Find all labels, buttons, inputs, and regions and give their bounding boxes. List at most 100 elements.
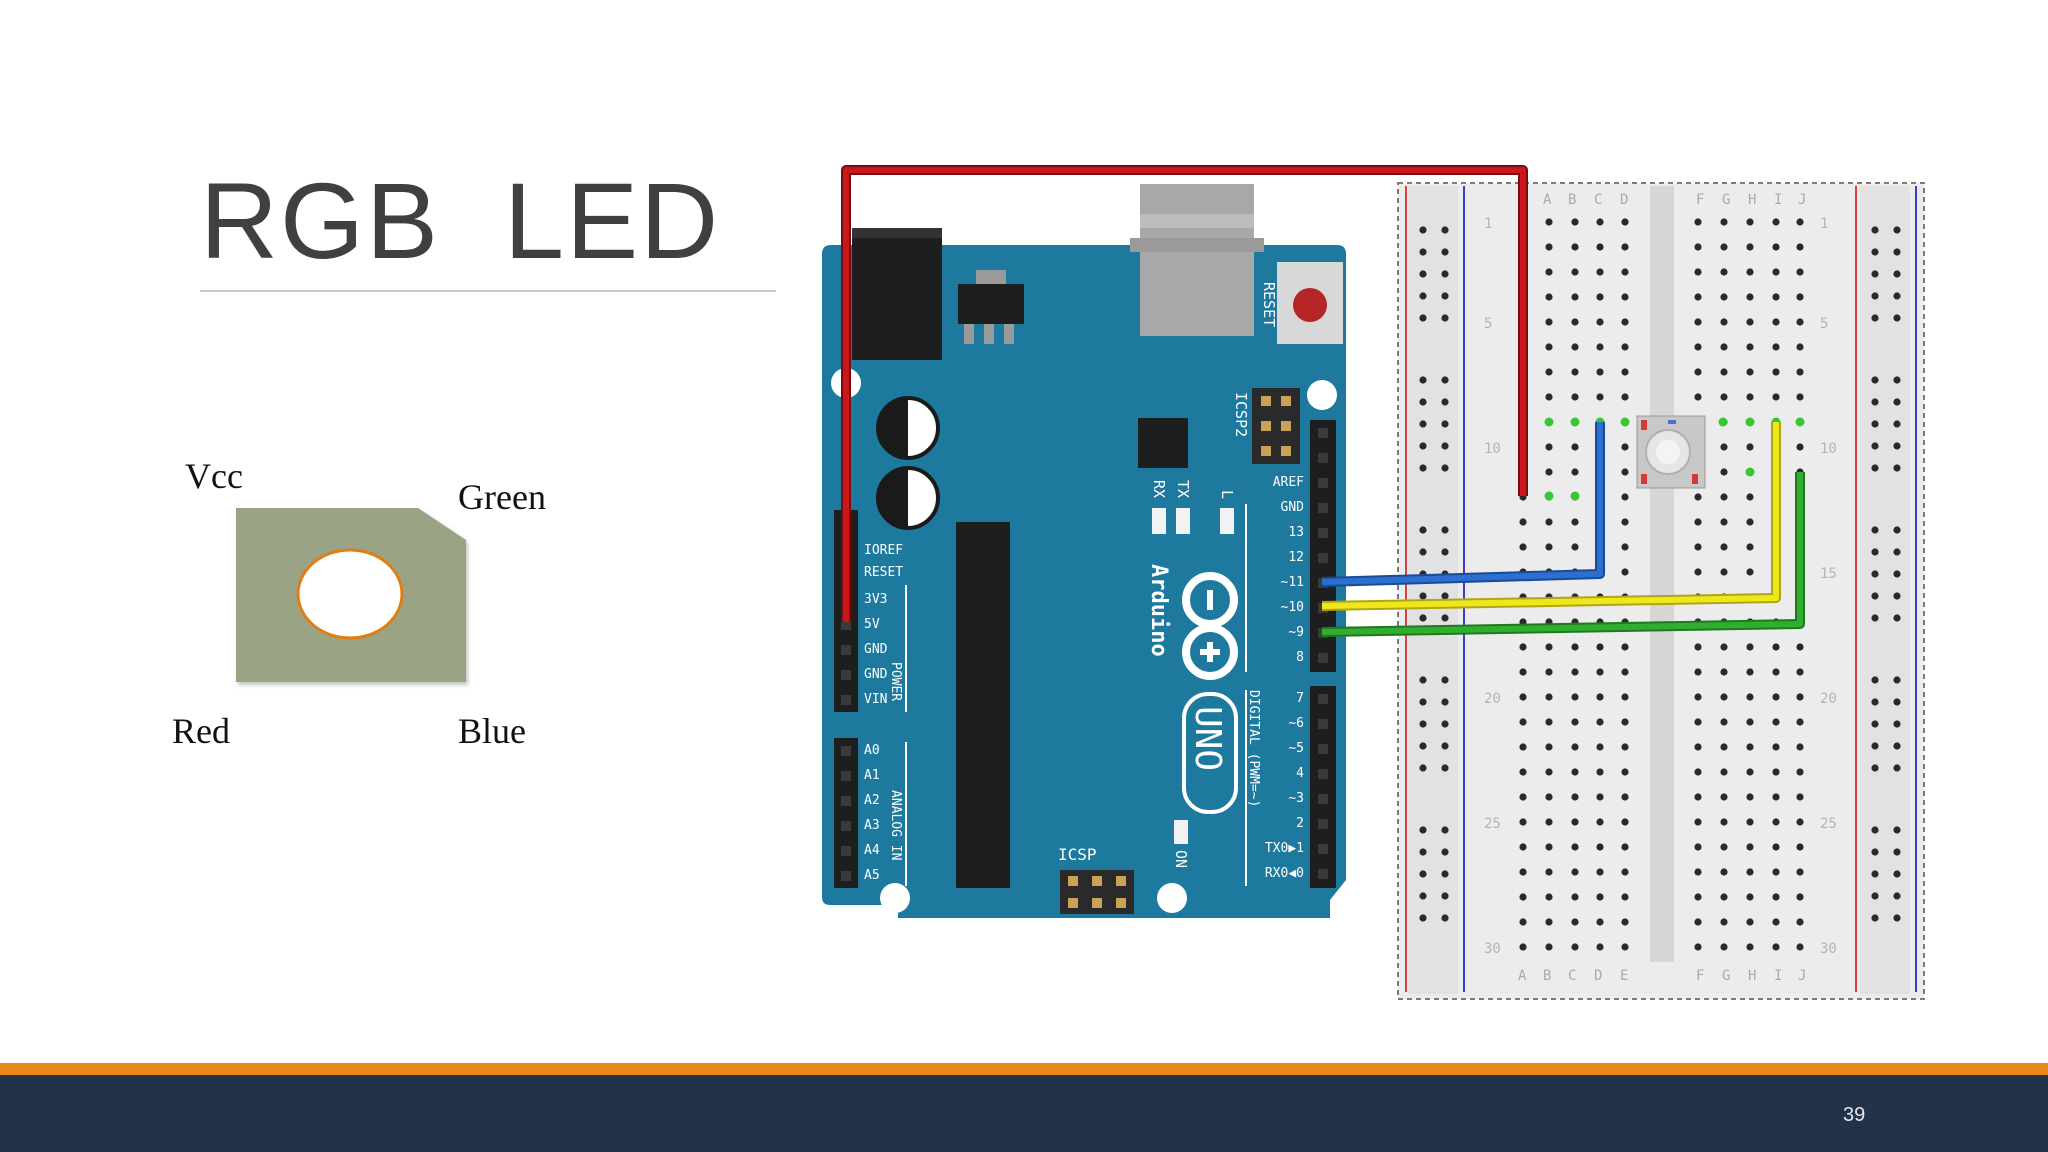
breadboard-hole	[1694, 868, 1702, 876]
header-pin	[1318, 719, 1328, 729]
breadboard-hole	[1519, 943, 1527, 951]
rail-hole	[1871, 376, 1879, 384]
breadboard-hole	[1746, 518, 1754, 526]
col-letter: B	[1543, 968, 1551, 984]
rail-hole	[1871, 570, 1879, 578]
title-divider	[200, 290, 776, 292]
breadboard-column-letters: A B C D F G H I J A B C D E F G H I J	[1518, 192, 1806, 984]
breadboard-hole	[1545, 293, 1553, 301]
rail-hole	[1441, 442, 1449, 450]
rgb-led-package	[236, 508, 466, 682]
rail-hole	[1871, 742, 1879, 750]
breadboard-hole	[1596, 843, 1604, 851]
breadboard-hole	[1746, 368, 1754, 376]
breadboard-hole	[1720, 818, 1728, 826]
breadboard-hole	[1545, 718, 1553, 726]
rail-hole	[1871, 870, 1879, 878]
connected-hole	[1718, 417, 1728, 427]
breadboard-hole	[1571, 543, 1579, 551]
breadboard-hole	[1720, 793, 1728, 801]
rail-hole	[1893, 892, 1901, 900]
breadboard-hole	[1596, 768, 1604, 776]
digital-pin-label: GND	[1281, 500, 1305, 515]
rail-hole	[1419, 892, 1427, 900]
breadboard-hole	[1694, 218, 1702, 226]
breadboard-hole	[1519, 743, 1527, 751]
breadboard-hole	[1571, 843, 1579, 851]
rail-hole	[1871, 548, 1879, 556]
breadboard-hole	[1694, 368, 1702, 376]
breadboard-hole	[1694, 693, 1702, 701]
breadboard-hole	[1746, 893, 1754, 901]
breadboard-hole	[1772, 793, 1780, 801]
rail-hole	[1441, 698, 1449, 706]
reset-label: RESET	[1260, 282, 1278, 327]
breadboard-hole	[1596, 893, 1604, 901]
rail-hole	[1893, 526, 1901, 534]
header-pin	[1318, 794, 1328, 804]
breadboard-hole	[1720, 318, 1728, 326]
breadboard-hole	[1571, 293, 1579, 301]
breadboard-hole	[1596, 718, 1604, 726]
header-pin	[1318, 528, 1328, 538]
breadboard-hole	[1596, 693, 1604, 701]
breadboard-hole	[1545, 218, 1553, 226]
blue-label: Blue	[458, 711, 526, 751]
digital-pin-labels: AREF GND 13 12 ~11 ~10 ~9 8 7 ~6 ~5 4 ~3…	[1265, 475, 1304, 881]
breadboard-hole	[1746, 568, 1754, 576]
breadboard-hole	[1621, 868, 1629, 876]
row-number: 20	[1484, 691, 1501, 707]
rail-hole	[1871, 614, 1879, 622]
breadboard-hole	[1596, 268, 1604, 276]
breadboard-hole	[1596, 743, 1604, 751]
header-pin	[1318, 744, 1328, 754]
red-label: Red	[172, 711, 230, 751]
breadboard-hole	[1621, 543, 1629, 551]
breadboard-hole	[1796, 718, 1804, 726]
breadboard-hole	[1746, 343, 1754, 351]
rail-hole	[1419, 248, 1427, 256]
rail-hole	[1419, 314, 1427, 322]
rail-hole	[1893, 442, 1901, 450]
breadboard-hole	[1519, 518, 1527, 526]
breadboard-hole	[1772, 893, 1780, 901]
digital-pin-label: RX0◀0	[1265, 866, 1304, 881]
breadboard-hole	[1621, 768, 1629, 776]
breadboard-hole	[1746, 743, 1754, 751]
rail-hole	[1893, 248, 1901, 256]
rail-hole	[1871, 248, 1879, 256]
breadboard: A B C D F G H I J A B C D E F G H I J 1 …	[1397, 182, 1925, 1000]
digital-pin-label: ~9	[1288, 625, 1304, 640]
footer-accent-stripe	[0, 1063, 2048, 1075]
breadboard-hole	[1571, 468, 1579, 476]
col-letter: C	[1568, 968, 1576, 984]
rail-hole	[1871, 270, 1879, 278]
breadboard-hole	[1772, 668, 1780, 676]
breadboard-hole	[1571, 743, 1579, 751]
breadboard-hole	[1772, 318, 1780, 326]
breadboard-hole	[1571, 368, 1579, 376]
row-number: 10	[1820, 441, 1837, 457]
rail-hole	[1441, 892, 1449, 900]
arduino-logo	[1182, 572, 1238, 680]
rail-hole	[1893, 376, 1901, 384]
page-number: 39	[1843, 1104, 1866, 1126]
connected-hole	[1570, 491, 1580, 501]
power-label: POWER	[888, 662, 903, 701]
arduino-brand: Arduino	[1146, 564, 1171, 657]
breadboard-rgb-led	[1636, 415, 1706, 489]
footer-bar	[0, 1075, 2048, 1152]
arduino-uno-board: RESET ICSP2 ICSP RX	[822, 184, 1346, 918]
breadboard-hole	[1571, 218, 1579, 226]
row-number: 30	[1484, 941, 1501, 957]
breadboard-hole	[1545, 743, 1553, 751]
rail-hole	[1419, 742, 1427, 750]
rail-hole	[1871, 420, 1879, 428]
breadboard-hole	[1796, 368, 1804, 376]
breadboard-hole	[1596, 368, 1604, 376]
rail-hole	[1441, 526, 1449, 534]
breadboard-hole	[1746, 268, 1754, 276]
breadboard-hole	[1720, 568, 1728, 576]
breadboard-hole	[1519, 818, 1527, 826]
rail-hole	[1871, 398, 1879, 406]
